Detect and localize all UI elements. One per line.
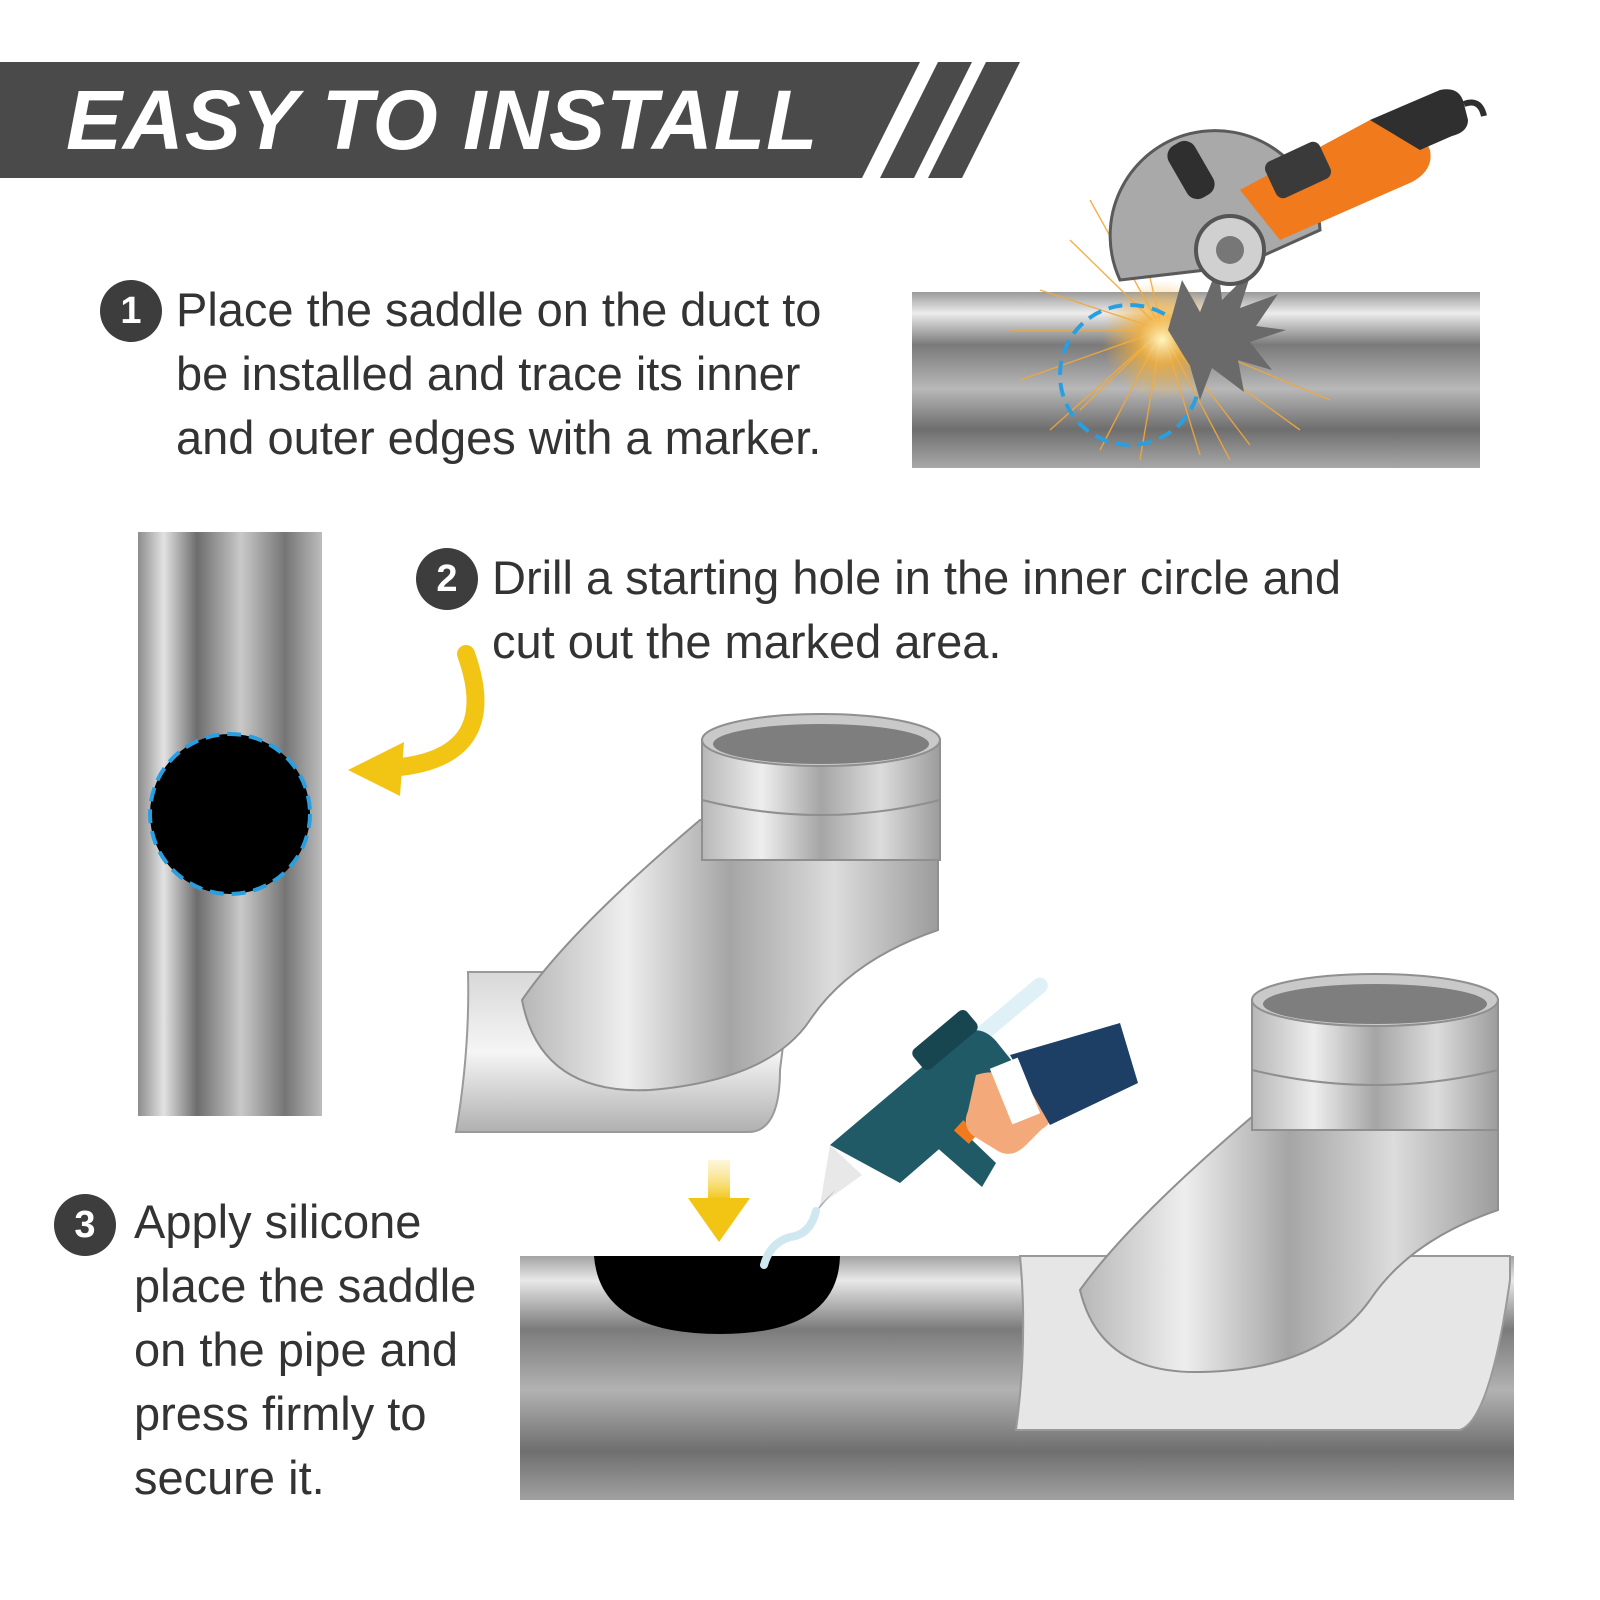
marker-circle bbox=[148, 732, 312, 896]
glue-gun-icon bbox=[760, 977, 1138, 1269]
saddle-tap-illustration bbox=[454, 713, 941, 1133]
cut-hole bbox=[594, 1256, 840, 1334]
step-2-text: Drill a starting hole in the inner circl… bbox=[492, 546, 1341, 674]
step-1-line: be installed and trace its inner bbox=[176, 347, 801, 400]
step-1-line: Place the saddle on the duct to bbox=[176, 283, 822, 336]
step-3-illustration bbox=[520, 973, 1514, 1500]
step-3-badge: 3 bbox=[54, 1194, 116, 1256]
step-3-text: Apply silicone place the saddle on the p… bbox=[134, 1190, 476, 1510]
step-2-line: Drill a starting hole in the inner circl… bbox=[492, 551, 1342, 604]
step-3-line: Apply silicone bbox=[134, 1195, 422, 1248]
step-3-line: press firmly to bbox=[134, 1387, 427, 1440]
cut-hole bbox=[150, 734, 310, 894]
step-3-line: on the pipe and bbox=[134, 1323, 459, 1376]
step-3-line: secure it. bbox=[134, 1451, 325, 1504]
curved-arrow-icon bbox=[348, 645, 485, 796]
step-1-line: and outer edges with a marker. bbox=[176, 411, 822, 464]
step-2-pipe-illustration bbox=[138, 532, 322, 1116]
down-arrow-icon bbox=[688, 1160, 750, 1242]
header-banner bbox=[0, 62, 1020, 178]
step-2-badge: 2 bbox=[416, 548, 478, 610]
angle-grinder-icon bbox=[1108, 89, 1487, 400]
page-title: EASY TO INSTALL bbox=[66, 73, 819, 167]
step-1-text: Place the saddle on the duct to be insta… bbox=[176, 278, 821, 470]
step-1-badge: 1 bbox=[100, 280, 162, 342]
step-3-line: place the saddle bbox=[134, 1259, 477, 1312]
step-2-line: cut out the marked area. bbox=[492, 615, 1002, 668]
step-1-illustration bbox=[912, 89, 1487, 468]
